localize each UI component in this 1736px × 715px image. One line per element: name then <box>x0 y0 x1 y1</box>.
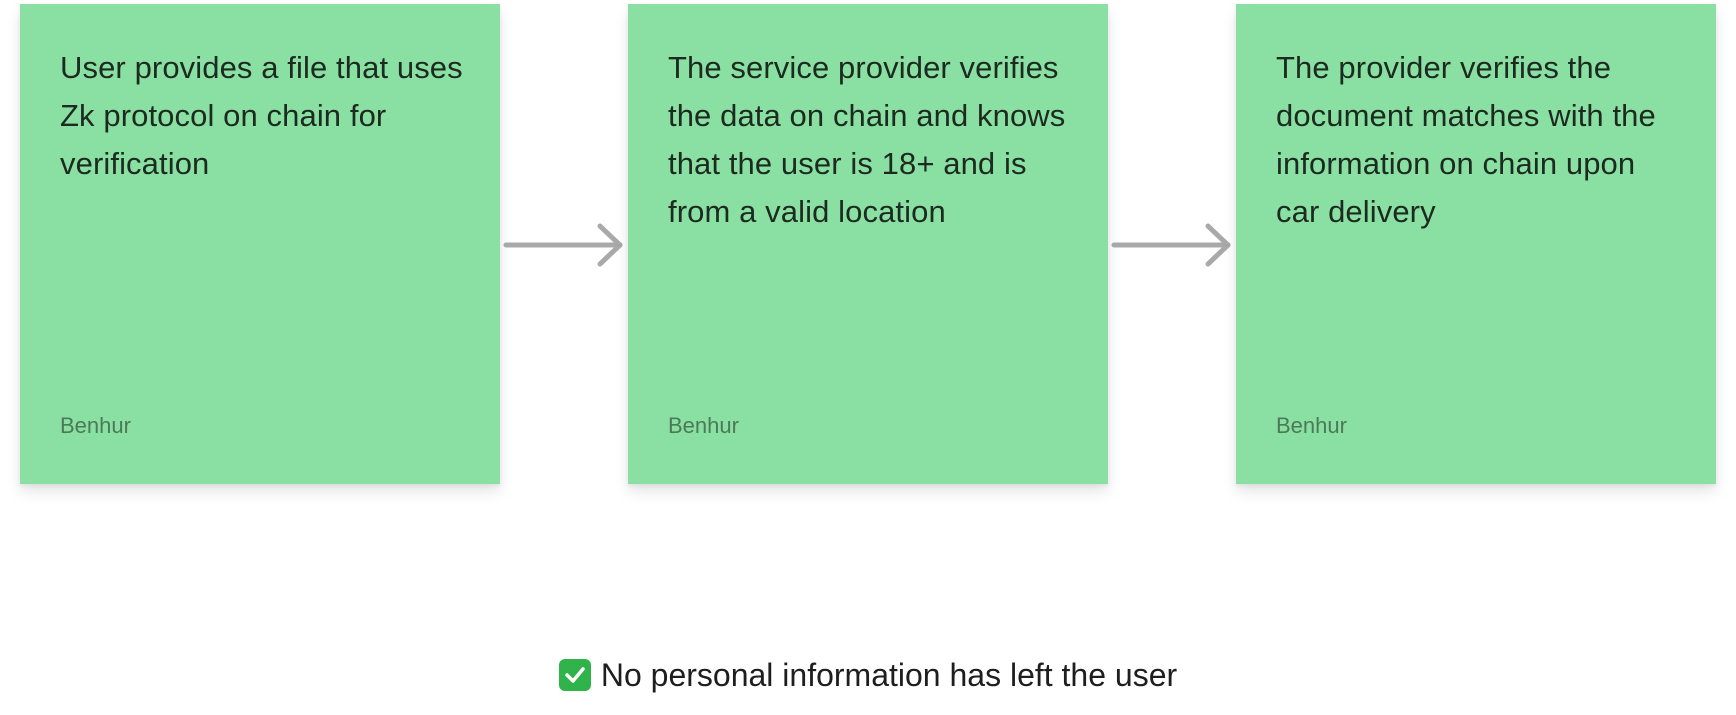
sticky-note-3[interactable]: The provider verifies the document match… <box>1236 4 1716 484</box>
sticky-note-author: Benhur <box>60 413 131 438</box>
sticky-note-text: The service provider verifies the data o… <box>668 50 1066 229</box>
sticky-note-2[interactable]: The service provider verifies the data o… <box>628 4 1108 484</box>
sticky-note-text: User provides a file that uses Zk protoc… <box>60 50 463 181</box>
sticky-note-author: Benhur <box>1276 413 1347 438</box>
arrow-right-icon[interactable] <box>1110 222 1234 268</box>
check-mark-button-icon <box>558 659 591 691</box>
sticky-note-1[interactable]: User provides a file that uses Zk protoc… <box>20 4 500 484</box>
sticky-note-text: The provider verifies the document match… <box>1276 50 1656 229</box>
footer-note[interactable]: No personal information has left the use… <box>0 655 1736 695</box>
arrow-right-icon[interactable] <box>502 222 626 268</box>
footer-note-text: No personal information has left the use… <box>600 657 1178 693</box>
sticky-note-author: Benhur <box>668 413 739 438</box>
